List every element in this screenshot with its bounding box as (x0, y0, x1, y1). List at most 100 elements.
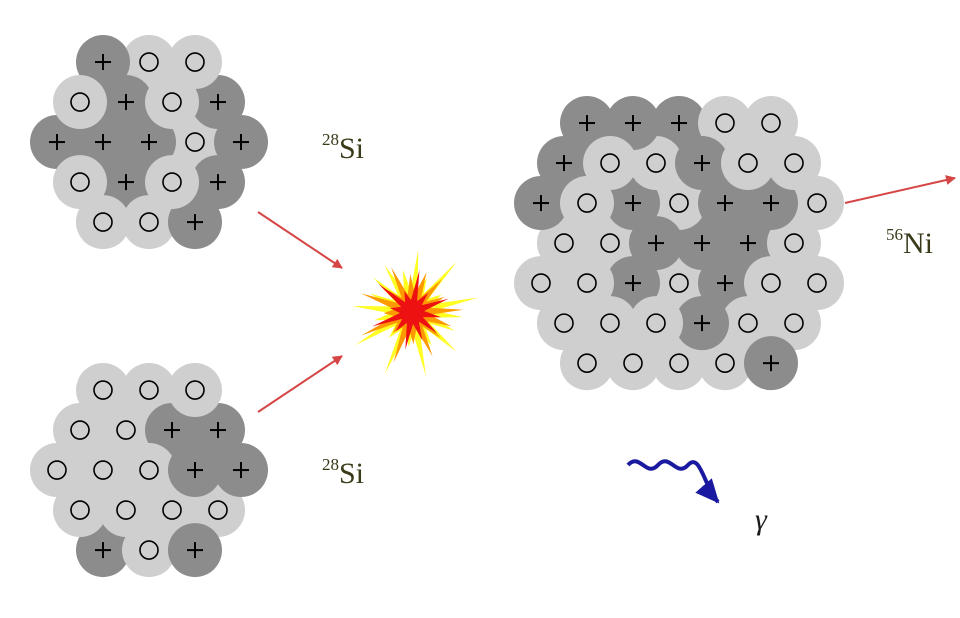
neutron (191, 483, 245, 538)
neutron (767, 136, 821, 191)
neutron-ring (715, 353, 735, 373)
neutron (76, 443, 130, 498)
neutron-ring (669, 273, 689, 293)
neutron (53, 75, 107, 130)
neutron-ring (93, 380, 113, 400)
neutron-ring (807, 273, 827, 293)
neutron (53, 403, 107, 458)
neutron (537, 296, 591, 351)
neutron (122, 363, 176, 418)
neutron-ring (646, 153, 666, 173)
neutron (145, 155, 199, 210)
neutron-ring (162, 500, 182, 520)
neutron-ring (185, 52, 205, 72)
neutron (122, 523, 176, 578)
neutron-ring (139, 380, 159, 400)
neutron-ring (185, 380, 205, 400)
label-si-top: 28Si (322, 130, 365, 165)
neutron (30, 443, 84, 498)
gamma-ray-arrow (626, 459, 720, 504)
neutron (53, 155, 107, 210)
neutron-ring (47, 460, 67, 480)
neutron-ring (185, 132, 205, 152)
neutron (698, 336, 752, 391)
neutron (790, 176, 844, 231)
neutron-ring (70, 500, 90, 520)
neutron (560, 176, 614, 231)
neutron (99, 483, 153, 538)
neutron-ring (646, 313, 666, 333)
neutron (652, 176, 706, 231)
neutron (721, 296, 775, 351)
neutron-ring (116, 420, 136, 440)
neutron (583, 136, 637, 191)
neutron (168, 363, 222, 418)
burst-core (372, 270, 449, 350)
neutron (790, 256, 844, 311)
nickel-56-nucleus (514, 96, 844, 391)
neutron-ring (70, 172, 90, 192)
neutron-ring (761, 113, 781, 133)
neutron-ring (669, 193, 689, 213)
neutron-ring (738, 313, 758, 333)
neutron (560, 256, 614, 311)
neutron-ring (162, 172, 182, 192)
neutron-ring (577, 193, 597, 213)
neutron-ring (139, 540, 159, 560)
neutron-ring (531, 273, 551, 293)
neutron (53, 483, 107, 538)
neutron (168, 35, 222, 90)
explosion-burst (352, 249, 479, 377)
neutron-ring (116, 500, 136, 520)
neutron-ring (93, 212, 113, 232)
incoming-arrow-bottom (257, 355, 343, 413)
neutron (76, 363, 130, 418)
neutron-ring (669, 353, 689, 373)
neutron (744, 256, 798, 311)
neutron-ring (93, 460, 113, 480)
neutron-ring (139, 212, 159, 232)
neutron-ring (784, 153, 804, 173)
neutron (767, 296, 821, 351)
neutron (145, 483, 199, 538)
neutron (122, 443, 176, 498)
neutron-ring (577, 353, 597, 373)
neutron-ring (554, 313, 574, 333)
label-ni: 56Ni (886, 225, 933, 260)
neutron (537, 216, 591, 271)
neutron-ring (738, 153, 758, 173)
neutron-ring (70, 420, 90, 440)
neutron (122, 35, 176, 90)
neutron (76, 195, 130, 250)
neutron-ring (208, 500, 228, 520)
neutron (721, 136, 775, 191)
neutron-ring (784, 313, 804, 333)
neutron-ring (554, 233, 574, 253)
neutron (145, 75, 199, 130)
neutron (583, 296, 637, 351)
neutron-ring (761, 273, 781, 293)
outgoing-arrow (844, 175, 956, 204)
incoming-arrow-top (257, 211, 343, 269)
neutron (652, 256, 706, 311)
neutron (583, 216, 637, 271)
neutron (606, 336, 660, 391)
neutron-ring (162, 92, 182, 112)
neutron (168, 115, 222, 170)
neutron (629, 296, 683, 351)
neutron-ring (70, 92, 90, 112)
neutron-ring (807, 193, 827, 213)
neutron (99, 403, 153, 458)
neutron (122, 195, 176, 250)
neutron-ring (784, 233, 804, 253)
neutron-ring (600, 313, 620, 333)
neutron-ring (623, 353, 643, 373)
neutron (652, 336, 706, 391)
label-si-bottom: 28Si (322, 455, 365, 490)
gamma-label: γ (755, 503, 767, 536)
neutron (767, 216, 821, 271)
neutron (629, 136, 683, 191)
neutron-ring (600, 153, 620, 173)
